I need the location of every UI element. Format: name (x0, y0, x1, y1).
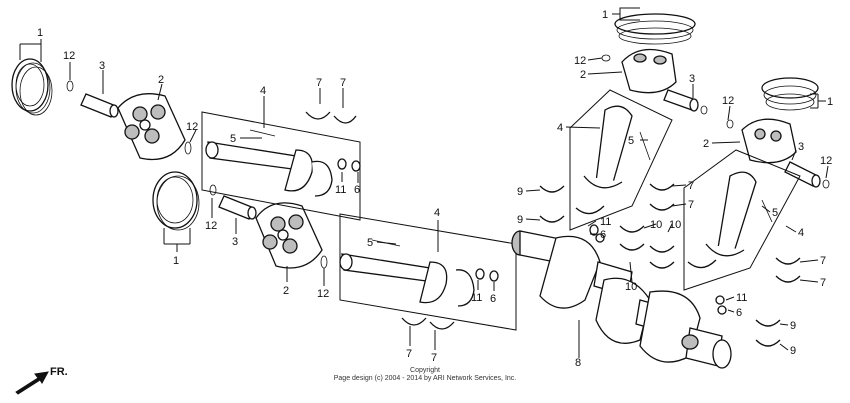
front-direction-arrow: FR. (15, 366, 68, 395)
callout-rod-bearing[interactable]: 7 (406, 348, 412, 360)
front-direction-label: FR. (50, 366, 68, 378)
connecting-rod-box-lower (339, 213, 517, 331)
callout-rod-nut[interactable]: 6 (736, 307, 742, 319)
callout-piston-rings[interactable]: 1 (173, 255, 179, 267)
callout-rod-bolt[interactable]: 5 (230, 133, 236, 145)
piston-ring-set-lower-right (761, 77, 819, 111)
callout-rod-bearing[interactable]: 7 (688, 199, 694, 211)
callout-rod-bolt[interactable]: 5 (628, 135, 634, 147)
callout-connecting-rod[interactable]: 4 (260, 85, 266, 97)
callout-clip[interactable]: 12 (317, 288, 329, 300)
crankshaft (511, 230, 732, 369)
footer-copyright: Copyright (410, 367, 440, 374)
piston-upper-left (117, 93, 186, 161)
callout-clip[interactable]: 12 (820, 155, 832, 167)
callout-thrust-washer[interactable]: 10 (650, 219, 662, 231)
piston-pin-lower-right (784, 161, 821, 188)
callout-clip[interactable]: 12 (722, 95, 734, 107)
callout-rod-bolt[interactable]: 5 (367, 237, 373, 249)
callout-piston-rings[interactable]: 1 (827, 96, 833, 108)
piston-ring-set-lower-left (152, 171, 200, 231)
callout-connecting-rod[interactable]: 4 (434, 207, 440, 219)
callout-clip[interactable]: 12 (186, 121, 198, 133)
callout-clip[interactable]: 12 (63, 50, 75, 62)
callout-main-bearing[interactable]: 9 (517, 186, 523, 198)
piston-upper-right (621, 48, 677, 94)
callout-rod-bearing[interactable]: 7 (340, 77, 346, 89)
callout-piston-pin[interactable]: 3 (689, 73, 695, 85)
connecting-rod-box-right-b (683, 149, 801, 291)
callout-leaders (19, 7, 829, 358)
callout-connecting-rod[interactable]: 4 (557, 122, 563, 134)
callout-rod-bearing[interactable]: 7 (688, 180, 694, 192)
callout-rod-bearing[interactable]: 7 (431, 352, 437, 364)
callout-rod-nut-washer[interactable]: 11 (335, 184, 346, 196)
callout-rod-bearing[interactable]: 7 (820, 255, 826, 267)
connecting-rod-box-right-a (569, 89, 673, 243)
callout-main-bearing[interactable]: 9 (790, 345, 796, 357)
piston-lower-left (255, 202, 323, 269)
callout-piston-pin[interactable]: 3 (798, 141, 804, 153)
callout-crankshaft[interactable]: 8 (575, 357, 581, 369)
piston-ring-set-upper-left (11, 58, 53, 116)
callout-clip[interactable]: 12 (205, 220, 217, 232)
callout-thrust-washer[interactable]: 10 (625, 281, 637, 293)
callout-rod-bearing[interactable]: 7 (316, 77, 322, 89)
connecting-rod-box-upper (201, 111, 361, 221)
callout-rod-nut-washer[interactable]: 11 (471, 292, 482, 304)
callout-piston[interactable]: 2 (580, 69, 586, 81)
piston-ring-set-upper-right (614, 13, 696, 45)
piston-pin-upper-right (663, 89, 699, 112)
callout-piston[interactable]: 2 (158, 74, 164, 86)
callout-main-bearing[interactable]: 9 (790, 320, 796, 332)
callout-rod-bearing[interactable]: 7 (820, 277, 826, 289)
callout-piston-rings[interactable]: 1 (602, 9, 608, 21)
callout-rod-nut[interactable]: 6 (354, 184, 360, 196)
footer-text: Page design (c) 2004 - 2014 by ARI Netwo… (333, 375, 517, 382)
callout-piston[interactable]: 2 (703, 138, 709, 150)
callout-labels: 1 12 3 2 12 1 12 3 2 12 4 5 7 7 11 6 4 5… (37, 9, 833, 369)
callout-rod-nut-washer[interactable]: 11 (600, 216, 611, 228)
callout-piston-pin[interactable]: 3 (232, 236, 238, 248)
callout-rod-nut[interactable]: 6 (490, 293, 496, 305)
piston-lower-right (741, 118, 797, 164)
callout-piston-pin[interactable]: 3 (99, 60, 105, 72)
parts-drawing: FR. (11, 13, 830, 395)
callout-clip[interactable]: 12 (574, 55, 586, 67)
callout-rod-nut[interactable]: 6 (600, 229, 606, 241)
callout-piston[interactable]: 2 (283, 285, 289, 297)
callout-rod-bolt[interactable]: 5 (772, 207, 778, 219)
callout-main-bearing[interactable]: 9 (517, 214, 523, 226)
callout-rod-nut-washer[interactable]: 11 (736, 292, 747, 304)
piston-pin-upper-left (80, 93, 119, 118)
callout-thrust-washer[interactable]: 10 (669, 219, 681, 231)
callout-connecting-rod[interactable]: 4 (798, 227, 804, 239)
callout-piston-rings[interactable]: 1 (37, 27, 43, 39)
piston-pin-lower-left (218, 195, 257, 220)
